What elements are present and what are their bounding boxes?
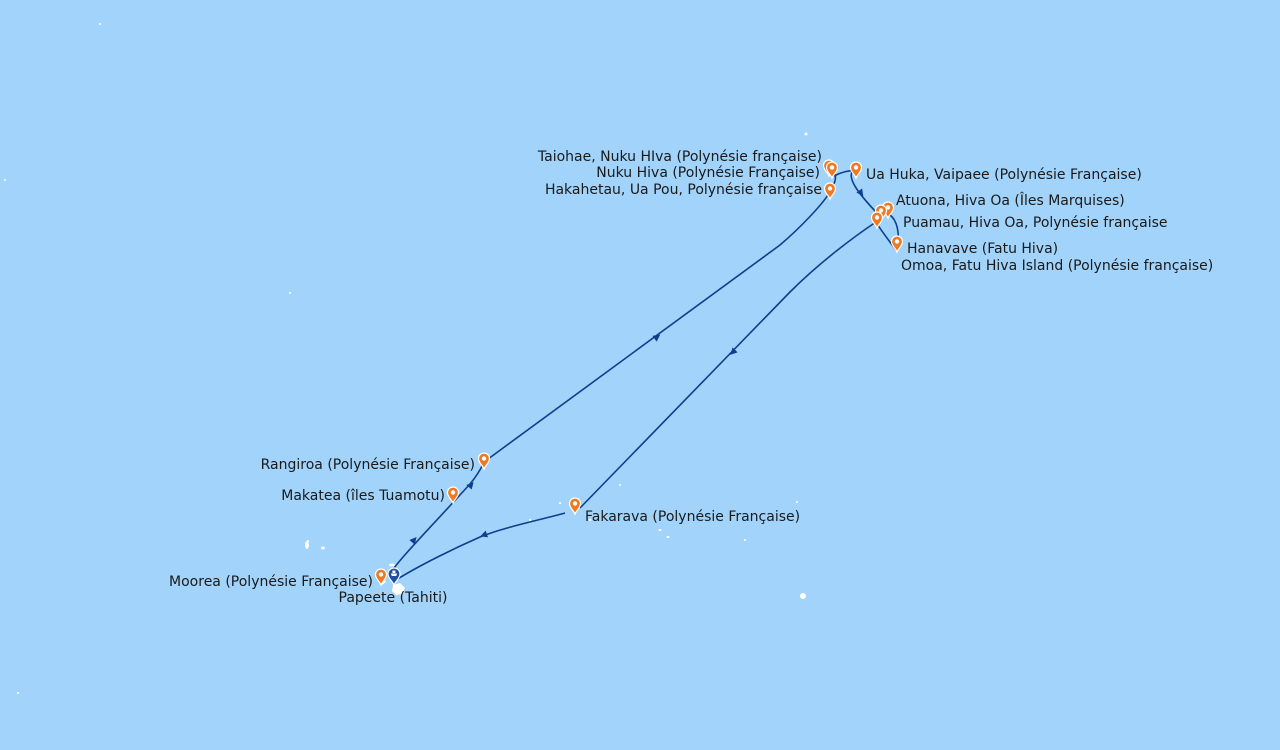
island-gambier xyxy=(16,692,20,694)
island-west-3 xyxy=(4,179,6,181)
route-arrow-icon xyxy=(466,481,474,490)
port-label-hakahetau[interactable]: Hakahetau, Ua Pou, Polynésie française xyxy=(545,182,822,198)
island-tuamotu-4 xyxy=(800,593,806,599)
port-label-omoa[interactable]: Omoa, Fatu Hiva Island (Polynésie frança… xyxy=(901,258,1213,274)
route-direction-arrows xyxy=(409,188,864,545)
port-labels: Taiohae, Nuku HIva (Polynésie française)… xyxy=(169,149,1213,606)
port-label-rangiroa[interactable]: Rangiroa (Polynésie Française) xyxy=(261,457,475,473)
route-segment-rangiroa-hakahetau xyxy=(483,191,831,463)
island-marquesas-1 xyxy=(804,132,808,136)
port-label-puamau[interactable]: Puamau, Hiva Oa, Polynésie française xyxy=(903,215,1168,231)
route-segment-puamau-fakarava xyxy=(579,221,877,509)
port-label-moorea[interactable]: Moorea (Polynésie Française) xyxy=(169,574,373,590)
route-segment-uahuka-atuona xyxy=(850,171,877,213)
port-label-taiohae[interactable]: Taiohae, Nuku HIva (Polynésie française) xyxy=(537,149,822,165)
island-tuamotu-12 xyxy=(666,536,670,538)
port-label-fakarava[interactable]: Fakarava (Polynésie Française) xyxy=(585,509,800,525)
route-arrow-icon xyxy=(856,188,864,197)
island-tuamotu-11 xyxy=(619,484,621,486)
island-tuamotu-10 xyxy=(796,501,798,503)
island-west-1 xyxy=(289,292,291,294)
island-tuamotu-9 xyxy=(529,519,531,521)
island-tuamotu-5 xyxy=(588,519,592,521)
island-tuamotu-1 xyxy=(305,541,309,549)
island-tuamotu-2 xyxy=(321,546,325,550)
port-markers xyxy=(374,159,904,587)
island-tetiaroa xyxy=(389,563,395,567)
island-tuamotu-3 xyxy=(307,540,309,542)
port-label-uahuka[interactable]: Ua Huka, Vaipaee (Polynésie Française) xyxy=(866,167,1142,183)
route-segment-papeete-rangiroa xyxy=(388,461,485,576)
port-label-papeete[interactable]: Papeete (Tahiti) xyxy=(339,590,448,606)
route-arrow-icon xyxy=(480,530,489,538)
island-tuamotu-6 xyxy=(658,529,662,531)
route-segment-fakarava-papeete xyxy=(395,512,566,581)
route-arrow-icon xyxy=(409,536,417,545)
port-label-makatea[interactable]: Makatea (îles Tuamotu) xyxy=(281,488,445,504)
island-tuamotu-8 xyxy=(558,502,562,504)
island-tuamotu-7 xyxy=(743,539,747,541)
ship-home-port-icon xyxy=(387,567,401,587)
port-label-nukuhiva[interactable]: Nuku Hiva (Polynésie Française) xyxy=(596,165,820,181)
island-tahiti xyxy=(392,583,405,595)
island-west-2 xyxy=(99,23,101,25)
port-label-hanavave[interactable]: Hanavave (Fatu Hiva) xyxy=(907,241,1058,257)
port-label-atuona[interactable]: Atuona, Hiva Oa (Îles Marquises) xyxy=(896,191,1125,209)
route-arrow-icon xyxy=(652,334,661,342)
port-marker-papeete[interactable] xyxy=(387,567,401,587)
